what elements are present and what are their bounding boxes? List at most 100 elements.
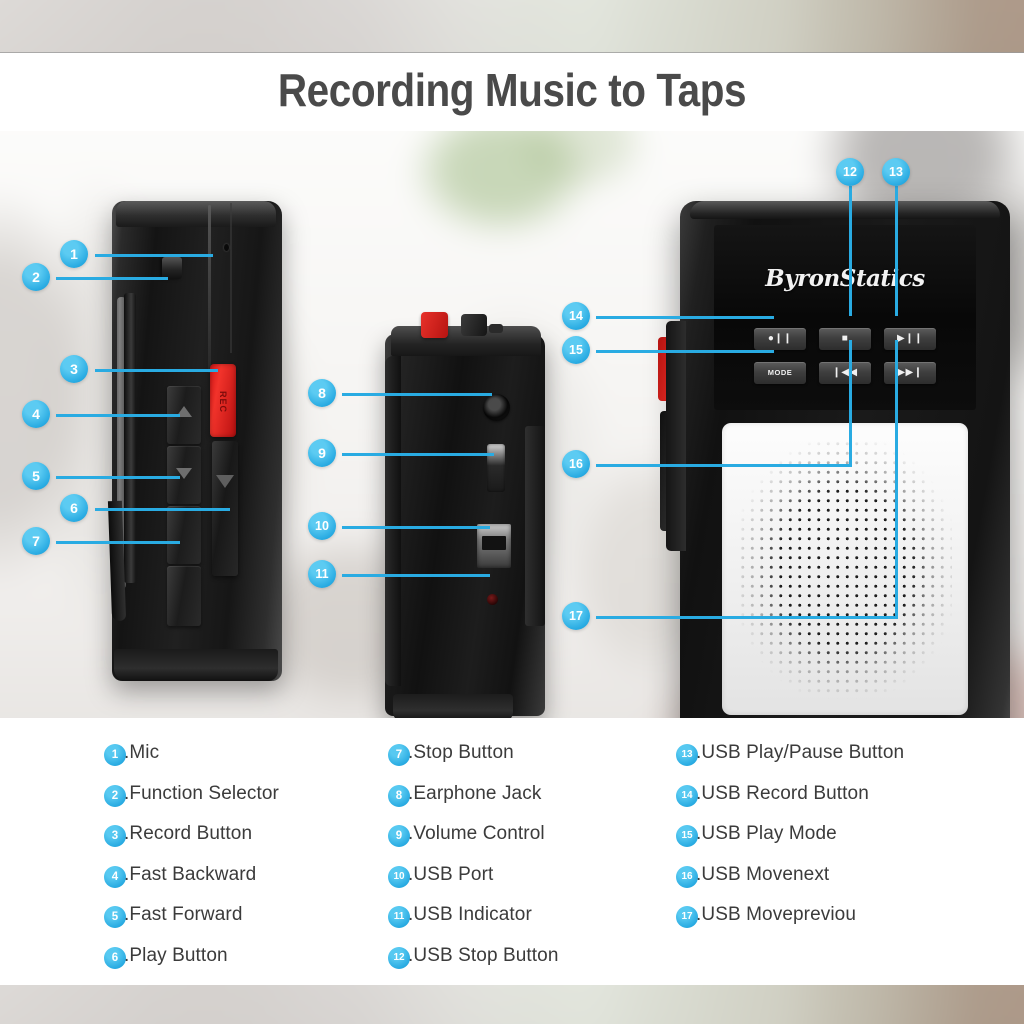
legend-label: .Play Button (124, 944, 228, 966)
legend-number-badge: 4 (104, 865, 126, 888)
device-middle-right-strip (525, 426, 545, 626)
speaker-grille (722, 423, 968, 715)
control-row-bottom: MODE ❙◀◀ ▶▶❙ (754, 362, 936, 384)
legend-label: .Record Button (124, 823, 253, 844)
callout-3[interactable]: 3 (60, 355, 88, 383)
legend-number-badge: 13 (676, 744, 698, 766)
usb-move-previous-button[interactable]: ❙◀◀ (819, 362, 871, 384)
legend-label: .USB Movepreviou (696, 904, 857, 925)
device-left-seam-secondary (230, 203, 232, 353)
leader-line-13 (895, 186, 898, 316)
callout-6[interactable]: 6 (60, 494, 88, 522)
device-left-bottom-face (114, 649, 278, 681)
leader-line-14 (596, 316, 774, 319)
callout-12[interactable]: 12 (836, 158, 864, 186)
cassette-door-lip (117, 297, 126, 589)
mic-hole (224, 244, 229, 251)
device-middle-foot (393, 694, 513, 718)
leader-line-9 (342, 453, 494, 456)
leader-line-6 (95, 508, 230, 511)
usb-port[interactable] (477, 524, 511, 568)
callout-15[interactable]: 15 (562, 336, 590, 364)
play-button-top[interactable] (461, 314, 487, 336)
callout-13[interactable]: 13 (882, 158, 910, 186)
legend-label: .Earphone Jack (408, 782, 542, 804)
legend-number-badge: 10 (388, 865, 410, 888)
legend-label: .Volume Control (408, 823, 545, 844)
legend-label: .Mic (124, 742, 160, 763)
legend-number-badge: 14 (676, 784, 698, 807)
device-middle-left-edge (385, 356, 401, 686)
title-bar: Recording Music to Taps (0, 53, 1024, 130)
usb-indicator-led (487, 594, 498, 605)
top-photo-strip (0, 0, 1024, 53)
control-row-top: ●❙❙ ■ ▶❙❙ (754, 328, 936, 350)
speaker-dot-matrix (738, 439, 952, 699)
callout-8[interactable]: 8 (308, 379, 336, 407)
legend-number-badge: 8 (388, 784, 410, 807)
function-selector-switch[interactable] (162, 257, 182, 279)
device-middle-nub (489, 324, 503, 333)
callout-7[interactable]: 7 (22, 527, 50, 555)
device-right-front-view: ByronStatics ●❙❙ ■ ▶❙❙ MODE ❙◀◀ ▶▶❙ (658, 201, 1010, 718)
legend-number-badge: 16 (676, 865, 698, 888)
stop-button-key[interactable] (167, 566, 201, 626)
fast-forward-button[interactable] (167, 446, 201, 504)
callout-1[interactable]: 1 (60, 240, 88, 268)
play-button-key[interactable] (167, 506, 201, 564)
earphone-jack[interactable] (483, 394, 510, 421)
page-title: Recording Music to Taps (277, 64, 747, 116)
blurred-background-bottom (0, 985, 1024, 1024)
device-right-left-edge (666, 321, 686, 551)
usb-stop-button[interactable]: ■ (819, 328, 871, 350)
legend-label: .USB Port (408, 863, 494, 885)
legend-number-badge: 17 (676, 906, 698, 928)
legend-number-badge: 9 (388, 825, 410, 847)
legend-label: .USB Stop Button (408, 944, 559, 966)
callout-16[interactable]: 16 (562, 450, 590, 478)
legend-label: .USB Movenext (696, 863, 830, 885)
legend-number-badge: 6 (104, 946, 126, 969)
legend-number-badge: 7 (388, 744, 410, 766)
legend-number-badge: 2 (104, 784, 126, 807)
legend-number-badge: 15 (676, 825, 698, 847)
legend-label: .USB Play/Pause Button (696, 742, 905, 763)
leader-line-17-h (596, 616, 898, 619)
legend-label: .USB Record Button (696, 782, 869, 804)
callout-11[interactable]: 11 (308, 560, 336, 588)
usb-play-pause-button[interactable]: ▶❙❙ (884, 328, 936, 350)
usb-play-mode-button[interactable]: MODE (754, 362, 806, 384)
cassette-door-gap (124, 293, 136, 583)
leader-line-8 (342, 393, 492, 396)
callout-17[interactable]: 17 (562, 602, 590, 630)
legend-number-badge: 5 (104, 906, 126, 928)
transport-button-stack (167, 386, 201, 626)
leader-line-16-v (849, 340, 852, 466)
leader-line-4 (56, 414, 180, 417)
legend-label: .USB Play Mode (696, 823, 837, 844)
device-middle-body (385, 334, 545, 716)
callout-10[interactable]: 10 (308, 512, 336, 540)
legend-number-badge: 12 (388, 946, 410, 969)
legend-label: .Stop Button (408, 742, 514, 763)
leader-line-2 (56, 277, 168, 280)
device-left-side-view: REC (107, 201, 282, 681)
callout-14[interactable]: 14 (562, 302, 590, 330)
usb-move-next-button[interactable]: ▶▶❙ (884, 362, 936, 384)
callout-9[interactable]: 9 (308, 439, 336, 467)
leader-line-15 (596, 350, 774, 353)
volume-control-slider[interactable] (487, 444, 505, 492)
callout-5[interactable]: 5 (22, 462, 50, 490)
leader-line-1 (95, 254, 213, 257)
bottom-photo-strip (0, 985, 1024, 1024)
callout-2[interactable]: 2 (22, 263, 50, 291)
usb-record-button[interactable]: ●❙❙ (754, 328, 806, 350)
record-button-top[interactable] (421, 312, 448, 338)
device-right-top-lip (690, 201, 1000, 219)
callout-4[interactable]: 4 (22, 400, 50, 428)
device-middle-port-view (385, 312, 545, 718)
record-button[interactable]: REC (210, 364, 236, 437)
leader-line-10 (342, 526, 490, 529)
